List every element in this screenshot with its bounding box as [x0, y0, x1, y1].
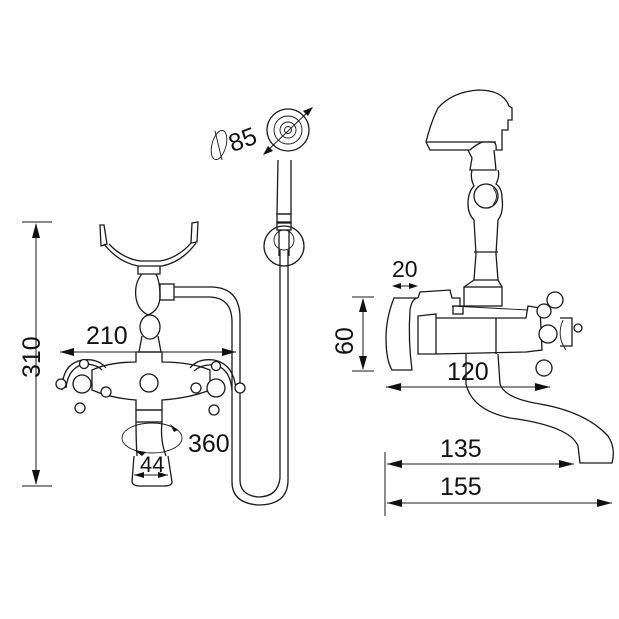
dimension-label-spout-reach-inner: 135: [440, 435, 482, 463]
dimension-label-body-height: 60: [331, 327, 359, 355]
dimension-label-wall-flange-depth: 20: [392, 256, 418, 282]
dimension-label-body-projection: 120: [447, 358, 489, 386]
side-view: [352, 89, 614, 516]
dimension-label-spout-rotation: 360: [188, 430, 230, 458]
dimension-label-spout-reach-total: 155: [440, 473, 482, 501]
dimension-label-handle-span: 210: [86, 322, 128, 350]
dimension-label-spout-width: 44: [140, 452, 165, 477]
dimension-label-total-height: 310: [18, 336, 46, 378]
front-view: [22, 107, 313, 506]
